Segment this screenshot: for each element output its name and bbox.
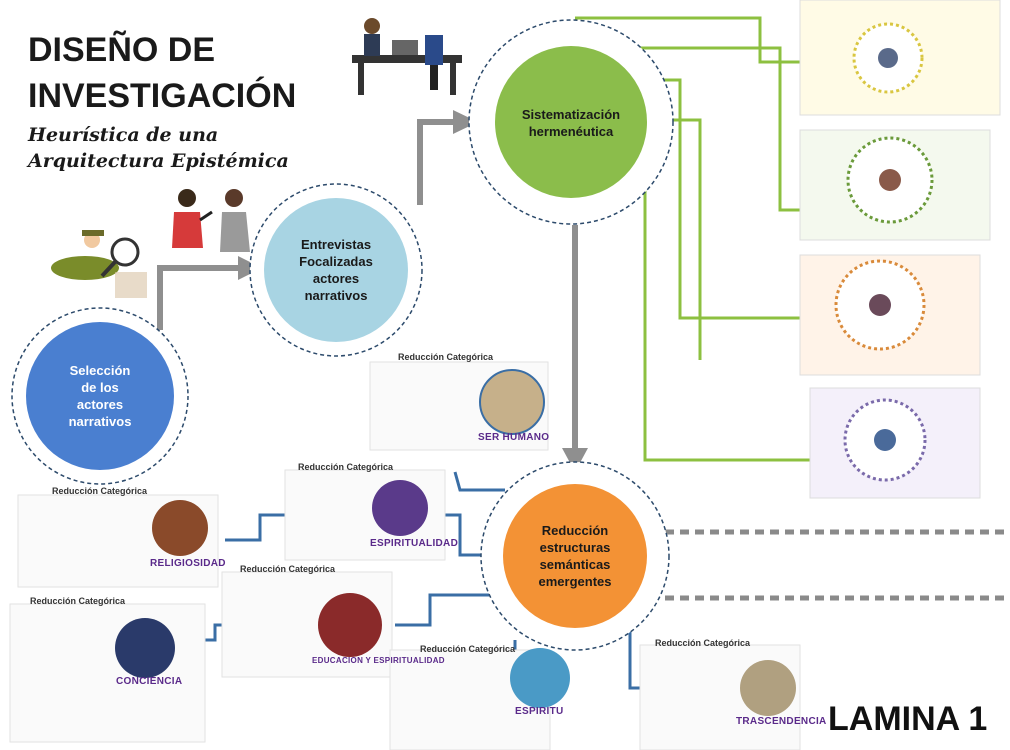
clipart-interview [172,189,250,252]
label-espiritualidad: ESPIRITUALIDAD [370,538,459,549]
panel-title-conciencia: Reducción Categórica [30,596,126,606]
title-line-1: DISEÑO DE [28,31,216,69]
concept-map-2 [799,129,991,241]
lamina-label: LAMINA 1 [828,700,988,738]
panel-title-ser-humano: Reducción Categórica [398,352,494,362]
concept-map-1 [799,0,1001,116]
node-entrevistas-label: Entrevistas Focalizadas actores narrativ… [299,237,373,303]
panel-title-religiosidad: Reducción Categórica [52,486,148,496]
clipart-detective [51,230,147,298]
panel-title-espiritu: Reducción Categórica [420,644,516,654]
panel-espiritu [389,648,570,750]
label-trascendencia: TRASCENDENCIA [736,716,827,727]
label-conciencia: CONCIENCIA [116,676,183,687]
concept-map-4 [809,387,981,499]
subtitle-line-1: Heurística de una [28,124,219,146]
arrowhead-sistematizacion [453,110,478,134]
panel-title-espiritualidad: Reducción Categórica [298,462,394,472]
node-seleccion-fill [26,322,174,470]
node-seleccion-label: Selección de los actores narrativos [68,363,132,429]
panel-title-trascendencia: Reducción Categórica [655,638,751,648]
node-entrevistas-fill [264,198,408,342]
title-line-2: INVESTIGACIÓN [28,77,297,115]
panel-title-educacion: Reducción Categórica [240,564,336,574]
arrowhead-reduccion [562,448,588,472]
panel-ser-humano [369,361,549,451]
panel-trascendencia [639,644,801,750]
panel-conciencia [9,603,206,743]
node-reduccion-fill [503,484,647,628]
node-sistematizacion-label: Sistematización hermenéutica [521,107,621,139]
arrow-entrevistas-to-sistematizacion [417,119,455,205]
clipart-desk-worker [352,18,462,95]
node-sistematizacion-fill [495,46,647,198]
node-reduccion-label: Reducción estructuras semánticas emergen… [538,523,612,589]
panel-educacion [221,571,393,678]
arrowhead-entrevistas [238,256,262,280]
label-espiritu: ESPIRITU [515,706,564,717]
concept-map-3 [799,254,981,376]
label-religiosidad: RELIGIOSIDAD [150,558,226,569]
arrow-seleccion-to-entrevistas [157,265,240,330]
subtitle-line-2: Arquitectura Epistémica [28,150,289,172]
label-ser-humano: SER HUMANO [478,432,550,443]
panel-espiritualidad [284,469,446,561]
label-educacion: EDUCACION Y ESPIRITUALIDAD [312,656,445,665]
panel-religiosidad [17,494,219,588]
